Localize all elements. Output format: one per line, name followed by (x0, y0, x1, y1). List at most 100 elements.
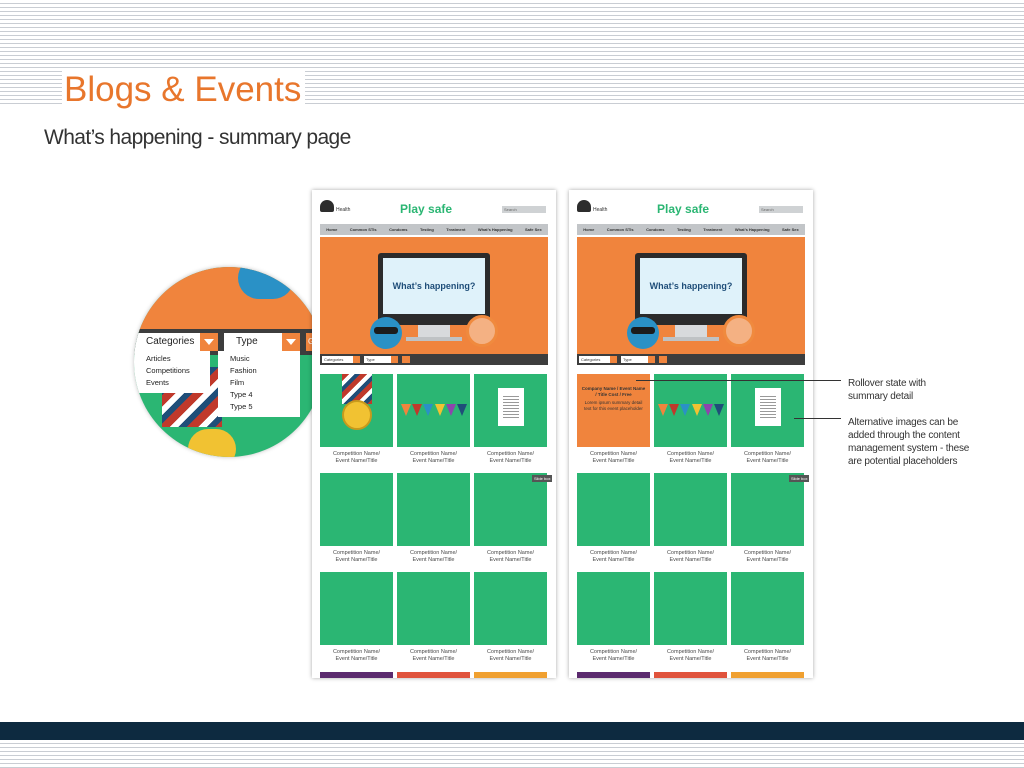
categories-label: Categories (324, 357, 344, 362)
nav-home[interactable]: Home (326, 227, 338, 232)
option-type-5[interactable]: Type 5 (230, 402, 253, 411)
dropdown-zoom-callout: Categories Type Go Articles Competitions… (134, 267, 324, 457)
tile-placeholder[interactable] (577, 572, 650, 645)
option-competitions[interactable]: Competitions (146, 366, 190, 375)
tile-placeholder[interactable] (731, 572, 804, 645)
chevron-down-icon (391, 356, 398, 363)
document-icon (755, 388, 781, 426)
tile-competition[interactable] (320, 374, 393, 447)
tile-placeholder[interactable] (474, 572, 547, 645)
type-select[interactable]: Type (364, 356, 398, 363)
tile-placeholder[interactable] (397, 572, 470, 645)
nav-home[interactable]: Home (583, 227, 595, 232)
chevron-down-icon (610, 356, 617, 363)
tile-placeholder[interactable] (397, 473, 470, 546)
footer-strip-purple (320, 672, 393, 678)
tile-caption: Competition Name/Event Name/Title (332, 451, 381, 464)
footer-strip-orange (474, 672, 547, 678)
chevron-down-icon[interactable] (282, 333, 300, 351)
summary-page-mockup-default: Health Play safe Search Home Common STIs… (312, 190, 556, 678)
slide-subtitle: What’s happening - summary page (44, 126, 351, 149)
nav-whats-happening[interactable]: What’s Happening (477, 227, 513, 232)
option-fashion[interactable]: Fashion (230, 366, 257, 375)
tile-note: Slide box (532, 475, 553, 482)
tile-article[interactable] (474, 374, 547, 447)
tile-placeholder[interactable] (474, 473, 547, 546)
monitor-stand (418, 325, 450, 339)
footer-strip-orange (731, 672, 804, 678)
nav-safe-sex[interactable]: Safe Sex (782, 227, 799, 232)
tile-placeholder[interactable] (320, 572, 393, 645)
tile-article[interactable] (731, 374, 804, 447)
monitor-graphic: What’s happening? (378, 253, 490, 325)
nav-common-stis[interactable]: Common STIs (606, 227, 634, 232)
type-select[interactable]: Type (224, 333, 300, 351)
tile-placeholder[interactable] (654, 572, 727, 645)
tile-caption: Competition Name/Event Name/Title (409, 451, 458, 464)
option-articles[interactable]: Articles (146, 354, 171, 363)
logo-text: Health (336, 207, 351, 213)
monitor-stand (675, 325, 707, 339)
filter-bar: Categories Type (320, 354, 548, 365)
categories-label: Categories (581, 357, 601, 362)
nav-testing[interactable]: Testing (419, 227, 434, 232)
go-button[interactable] (402, 356, 410, 363)
chevron-down-icon (353, 356, 360, 363)
nav-condoms[interactable]: Condoms (646, 227, 665, 232)
logo-text: Health (593, 207, 608, 213)
categories-options: Articles Competitions Events (134, 351, 210, 393)
tile-caption: Competition Name/Event Name/Title (666, 649, 715, 662)
type-options: Music Fashion Film Type 4 Type 5 (218, 351, 300, 417)
nav-testing[interactable]: Testing (676, 227, 691, 232)
tile-caption: Competition Name/Event Name/Title (589, 451, 638, 464)
tile-placeholder[interactable] (731, 473, 804, 546)
tile-event[interactable] (654, 374, 727, 447)
footer-strip-red (397, 672, 470, 678)
option-film[interactable]: Film (230, 378, 245, 387)
hero-banner: What’s happening? (577, 237, 805, 354)
boy-character-graphic (627, 317, 659, 349)
summary-page-mockup-rollover: Health Play safe Search Home Common STIs… (569, 190, 813, 678)
option-events[interactable]: Events (146, 378, 169, 387)
nav-condoms[interactable]: Condoms (389, 227, 408, 232)
search-input[interactable]: Search (759, 206, 803, 213)
search-input[interactable]: Search (502, 206, 546, 213)
nav-safe-sex[interactable]: Safe Sex (525, 227, 542, 232)
categories-select[interactable]: Categories (579, 356, 617, 363)
hero-text: What’s happening? (649, 281, 733, 291)
medal-graphic (188, 429, 236, 457)
hero-text: What’s happening? (392, 281, 476, 291)
nav-common-stis[interactable]: Common STIs (349, 227, 377, 232)
type-select[interactable]: Type (621, 356, 655, 363)
site-nav: Home Common STIs Condoms Testing Treatme… (577, 224, 805, 235)
nav-treatment[interactable]: Treatment (446, 227, 466, 232)
chevron-down-icon (648, 356, 655, 363)
tile-placeholder[interactable] (654, 473, 727, 546)
nsw-logo-icon (577, 200, 591, 212)
tile-placeholder[interactable] (577, 473, 650, 546)
footer-band (0, 722, 1024, 740)
tile-note: Slide box (789, 475, 810, 482)
nsw-logo-icon (320, 200, 334, 212)
tile-event[interactable] (397, 374, 470, 447)
categories-select[interactable]: Categories (322, 356, 360, 363)
tile-caption: Competition Name/Event Name/Title (409, 550, 458, 563)
option-type-4[interactable]: Type 4 (230, 390, 253, 399)
tile-caption: Competition Name/Event Name/Title (486, 550, 535, 563)
hero-banner: What’s happening? (320, 237, 548, 354)
annotation-rollover: Rollover state with summary detail (848, 378, 926, 402)
tile-placeholder[interactable] (320, 473, 393, 546)
option-music[interactable]: Music (230, 354, 250, 363)
tile-caption: Competition Name/Event Name/Title (666, 451, 715, 464)
filter-bar: Categories Type (577, 354, 805, 365)
categories-select[interactable]: Categories (134, 333, 218, 351)
tile-caption: Competition Name/Event Name/Title (409, 649, 458, 662)
go-button[interactable] (659, 356, 667, 363)
site-title: Play safe (400, 202, 453, 216)
medal-ribbon-graphic (342, 374, 372, 404)
tile-rollover[interactable]: Company Name / Event Name / Title Cost /… (577, 374, 650, 447)
chevron-down-icon[interactable] (200, 333, 218, 351)
nav-treatment[interactable]: Treatment (703, 227, 723, 232)
character-fragment (238, 267, 294, 299)
nav-whats-happening[interactable]: What’s Happening (734, 227, 770, 232)
